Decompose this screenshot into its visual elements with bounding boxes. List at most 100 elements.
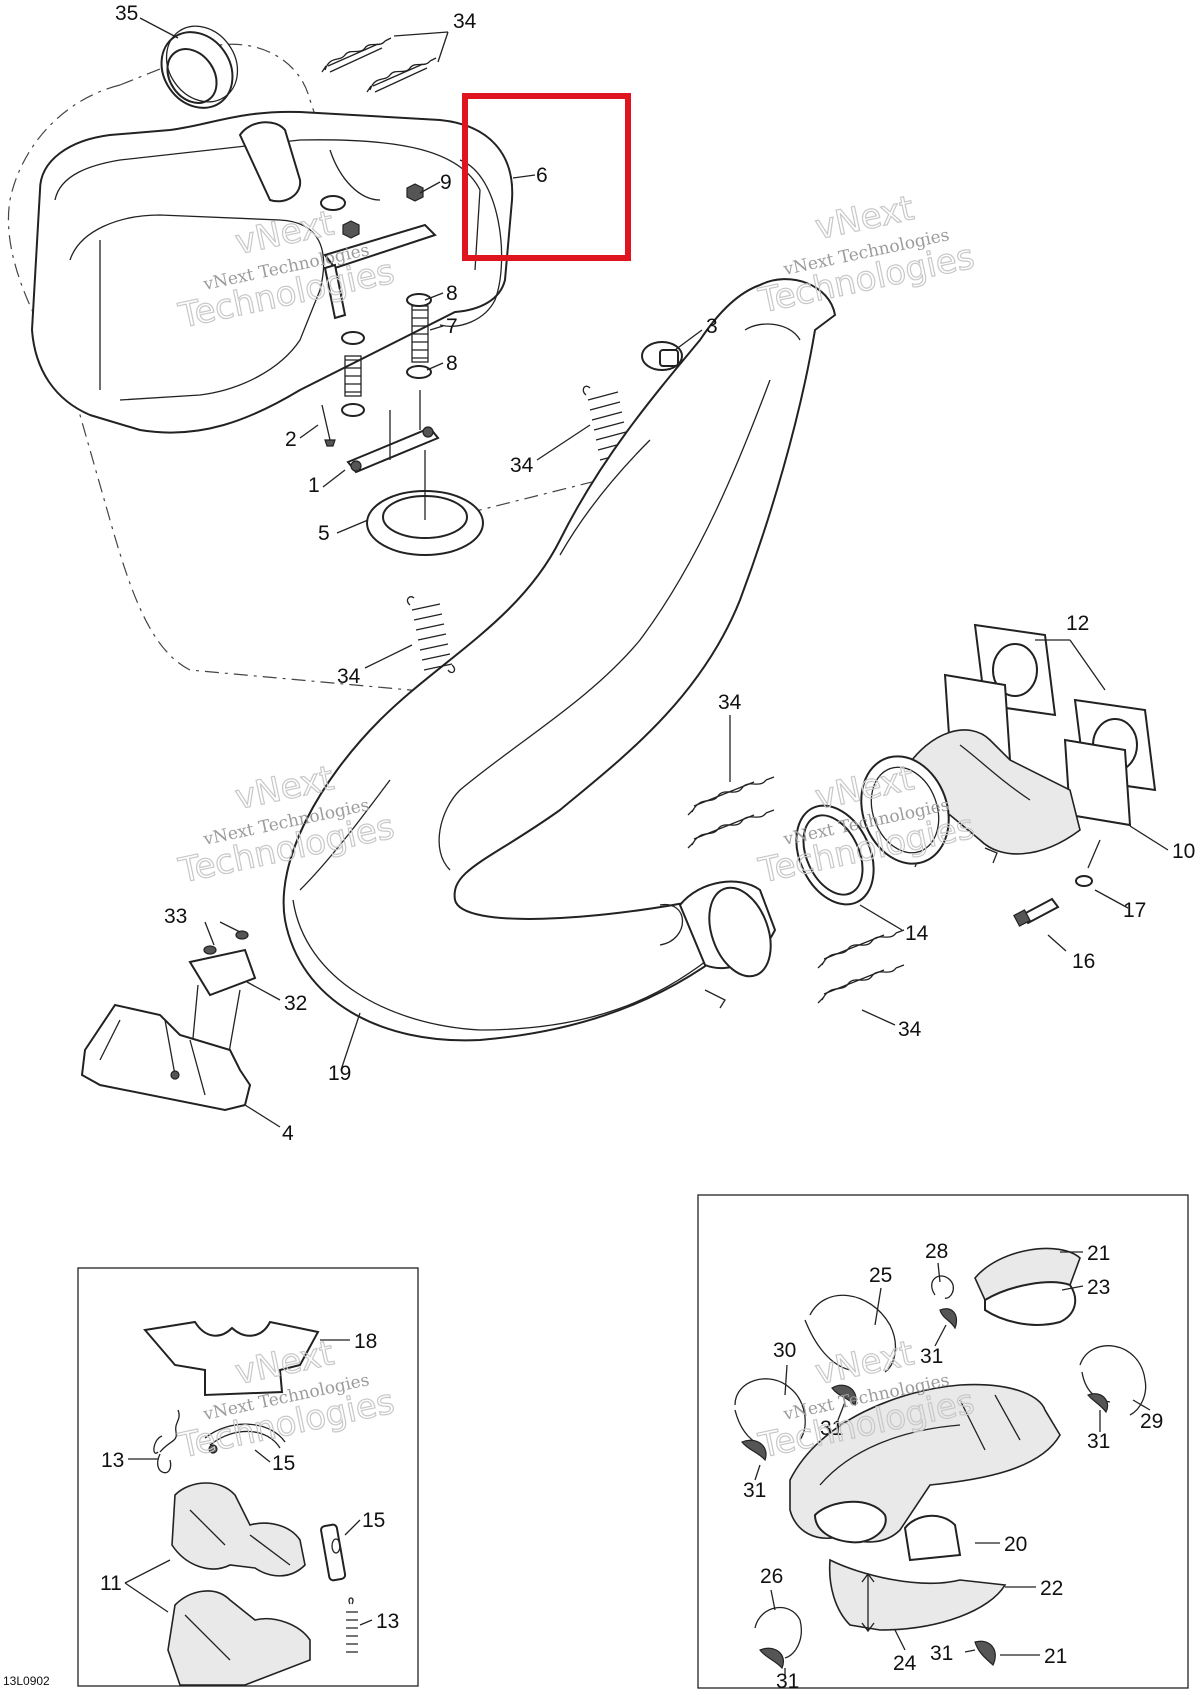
callout-31: 31 xyxy=(1087,1430,1110,1453)
callout-34: 34 xyxy=(337,665,361,688)
support-24[interactable] xyxy=(861,1572,875,1633)
callout-5: 5 xyxy=(318,522,330,545)
nut-9[interactable] xyxy=(342,183,424,239)
callout-14: 14 xyxy=(905,922,929,945)
inset-box-right xyxy=(697,1194,1189,1689)
callout-9: 9 xyxy=(440,171,452,194)
leader-lines xyxy=(124,17,1169,1675)
callout-18: 18 xyxy=(354,1330,377,1353)
spring-7-right[interactable] xyxy=(411,305,429,363)
washer-17[interactable] xyxy=(1075,839,1101,887)
callout-15: 15 xyxy=(362,1509,385,1532)
screw-2[interactable] xyxy=(321,404,336,447)
callout-29: 29 xyxy=(1140,1410,1163,1433)
clip-15-lower[interactable] xyxy=(320,1523,347,1582)
inset-box-left xyxy=(77,1267,419,1687)
heat-sleeve-20[interactable] xyxy=(789,1383,1061,1562)
exhaust-ring-35[interactable] xyxy=(147,12,252,121)
callout-4: 4 xyxy=(282,1122,294,1145)
callout-23: 23 xyxy=(1087,1276,1110,1299)
clip-28[interactable] xyxy=(931,1275,954,1299)
callout-20: 20 xyxy=(1004,1533,1027,1556)
callout-17: 17 xyxy=(1123,899,1146,922)
callout-24: 24 xyxy=(893,1652,917,1675)
callout-12: 12 xyxy=(1066,612,1089,635)
clip-15-upper[interactable] xyxy=(204,1423,286,1454)
callout-31: 31 xyxy=(920,1345,943,1368)
callout-3: 3 xyxy=(706,315,718,338)
callout-31: 31 xyxy=(743,1479,766,1502)
spring-34-muffler-bottom[interactable] xyxy=(406,596,456,674)
callout-31: 31 xyxy=(930,1642,953,1665)
seal-ring-14[interactable] xyxy=(781,793,888,917)
muffler-body[interactable] xyxy=(30,110,514,434)
drawing-code: 13L0902 xyxy=(3,1674,50,1688)
washer-8-upper[interactable] xyxy=(406,293,432,307)
callout-34: 34 xyxy=(898,1018,922,1041)
callout-16: 16 xyxy=(1072,950,1095,973)
callout-32: 32 xyxy=(284,992,307,1015)
spring-34-right-b[interactable] xyxy=(687,809,775,849)
flange-ring-14-inner[interactable] xyxy=(847,744,964,876)
callout-8: 8 xyxy=(446,282,458,305)
spring-34-lower-b[interactable] xyxy=(817,964,905,1004)
spring-7-left[interactable] xyxy=(341,331,365,397)
heat-shield-4[interactable] xyxy=(80,1003,252,1112)
bolt-16[interactable] xyxy=(1013,897,1060,927)
callout-labels: 35 34 6 9 8 7 8 3 2 1 34 5 34 12 34 10 1… xyxy=(100,2,1195,1693)
callout-35: 35 xyxy=(115,2,138,25)
callout-21: 21 xyxy=(1044,1645,1067,1668)
callout-1: 1 xyxy=(308,474,320,497)
heat-cover-21-23[interactable] xyxy=(974,1247,1081,1326)
callout-26: 26 xyxy=(760,1565,783,1588)
spring-34-lower-a[interactable] xyxy=(817,929,905,969)
plate-1[interactable] xyxy=(346,390,440,474)
spring-34-top-a[interactable] xyxy=(321,37,392,73)
callout-15: 15 xyxy=(272,1452,295,1475)
callout-6[interactable]: 6 xyxy=(536,164,548,187)
clip-31-mid[interactable] xyxy=(741,1384,857,1462)
band-clamp-25[interactable] xyxy=(804,1294,897,1373)
screw-33[interactable] xyxy=(203,930,249,955)
callout-21: 21 xyxy=(1087,1242,1110,1265)
callout-19: 19 xyxy=(328,1062,351,1085)
callout-2: 2 xyxy=(285,428,297,451)
callout-22: 22 xyxy=(1040,1577,1063,1600)
coupling-11[interactable] xyxy=(167,1482,311,1686)
callout-33: 33 xyxy=(164,905,187,928)
mount-bracket-upper[interactable] xyxy=(323,223,437,320)
callout-28: 28 xyxy=(925,1240,948,1263)
heat-shield-18[interactable] xyxy=(143,1320,320,1397)
bracket-clip-32[interactable] xyxy=(188,948,257,1076)
exhaust-manifold-10[interactable] xyxy=(889,673,1132,868)
callout-11: 11 xyxy=(100,1572,122,1595)
spring-13-lower[interactable] xyxy=(346,1597,358,1653)
tuned-pipe-19[interactable] xyxy=(282,278,837,1042)
highlight-box-callout-6 xyxy=(462,93,631,261)
callout-10: 10 xyxy=(1172,840,1195,863)
callout-25: 25 xyxy=(869,1264,892,1287)
bumper-3[interactable] xyxy=(641,341,683,371)
callout-13: 13 xyxy=(376,1610,399,1633)
callout-34: 34 xyxy=(510,454,534,477)
band-clamp-26[interactable] xyxy=(754,1606,802,1670)
callout-13: 13 xyxy=(101,1449,124,1472)
callout-8: 8 xyxy=(446,352,458,375)
callout-34: 34 xyxy=(453,10,477,33)
heat-shield-22[interactable] xyxy=(828,1558,1007,1631)
callout-31: 31 xyxy=(820,1417,843,1440)
callout-30: 30 xyxy=(773,1339,796,1362)
callout-31: 31 xyxy=(776,1670,799,1690)
clip-31-bottom[interactable] xyxy=(974,1640,996,1666)
spring-13-left[interactable] xyxy=(153,1409,180,1474)
washer-8-lower[interactable] xyxy=(341,365,432,417)
spring-34-right-a[interactable] xyxy=(687,776,775,816)
clip-31-upper[interactable] xyxy=(939,1308,958,1330)
watermark-2: vNext vNext Technologies Technologies xyxy=(754,188,978,322)
grommet-5[interactable] xyxy=(366,450,484,556)
spring-34-top-b[interactable] xyxy=(366,57,437,93)
band-clamp-29[interactable] xyxy=(1079,1345,1147,1416)
callout-34: 34 xyxy=(718,691,742,714)
